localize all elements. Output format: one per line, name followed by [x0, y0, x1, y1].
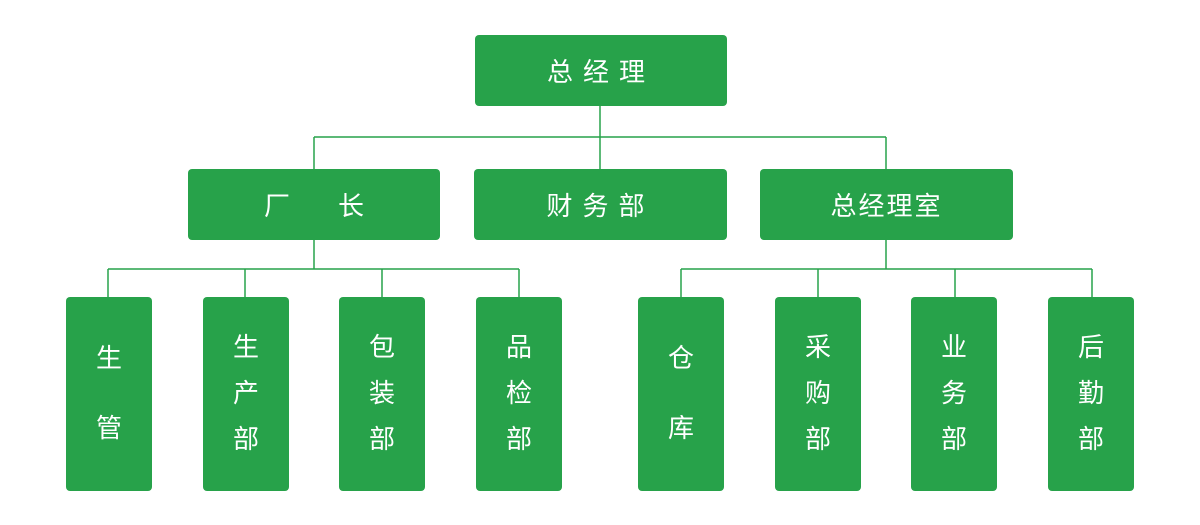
node-production-mgmt: 生 管 [66, 297, 152, 491]
node-quality-dept: 品 检 部 [476, 297, 562, 491]
node-production-mgmt-char: 生 [95, 344, 122, 374]
node-sales-dept: 业 务 部 [911, 297, 997, 491]
node-sales-dept-char: 务 [940, 379, 967, 409]
node-general-manager-label: 总经理 [546, 58, 655, 88]
node-logistics-dept-char: 勤 [1077, 379, 1104, 409]
node-factory-director-label: 厂长 [263, 192, 412, 222]
node-sales-dept-char: 部 [940, 425, 967, 455]
node-quality-dept-char: 部 [505, 425, 532, 455]
node-packaging-dept-char: 包 [368, 333, 395, 363]
node-production-dept: 生 产 部 [203, 297, 289, 491]
node-logistics-dept-char: 后 [1077, 333, 1104, 363]
node-production-dept-char: 生 [232, 333, 259, 363]
node-finance-dept-label: 财务部 [546, 192, 655, 222]
node-warehouse: 仓 库 [638, 297, 724, 491]
node-quality-dept-char: 检 [505, 379, 532, 409]
node-purchasing-dept-char: 购 [804, 379, 831, 409]
node-packaging-dept: 包 装 部 [339, 297, 425, 491]
node-warehouse-char: 库 [667, 414, 694, 444]
node-sales-dept-char: 业 [940, 333, 967, 363]
node-finance-dept: 财务部 [474, 169, 727, 240]
node-factory-director: 厂长 [188, 169, 440, 240]
node-purchasing-dept-char: 采 [804, 333, 831, 363]
node-purchasing-dept-char: 部 [804, 425, 831, 455]
node-purchasing-dept: 采 购 部 [775, 297, 861, 491]
node-packaging-dept-char: 装 [368, 379, 395, 409]
node-production-mgmt-char: 管 [95, 414, 122, 444]
node-production-dept-char: 产 [232, 379, 259, 409]
node-logistics-dept: 后 勤 部 [1048, 297, 1134, 491]
node-warehouse-char: 仓 [667, 344, 694, 374]
node-gm-office: 总经理室 [760, 169, 1013, 240]
node-quality-dept-char: 品 [505, 333, 532, 363]
node-production-dept-char: 部 [232, 425, 259, 455]
node-gm-office-label: 总经理室 [830, 192, 943, 222]
node-logistics-dept-char: 部 [1077, 425, 1104, 455]
node-general-manager: 总经理 [475, 35, 727, 106]
node-packaging-dept-char: 部 [368, 425, 395, 455]
